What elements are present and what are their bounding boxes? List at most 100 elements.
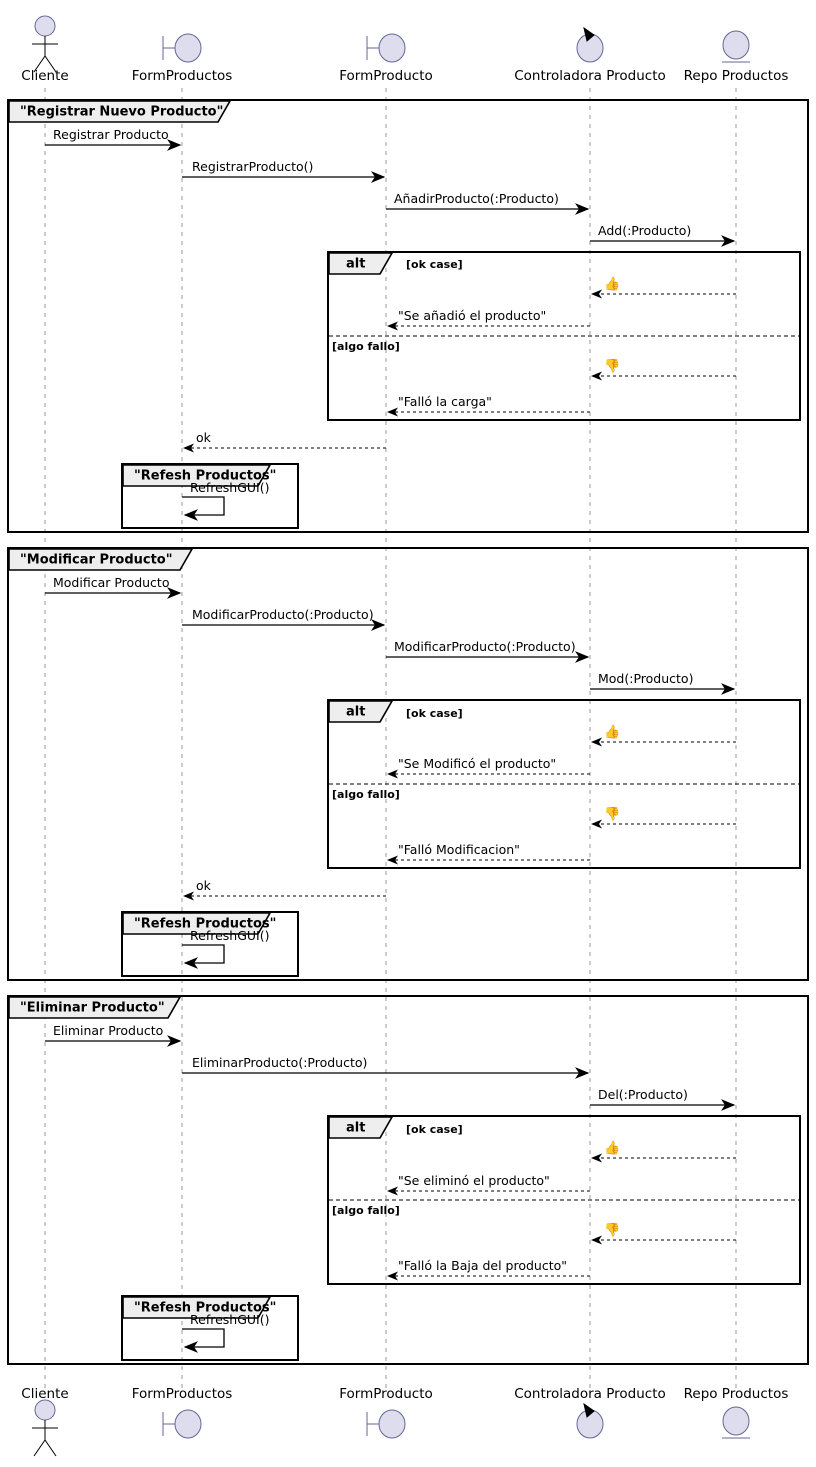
message-m11: ok <box>183 878 386 901</box>
frame-title-label: "Refesh Productos" <box>134 917 276 932</box>
message-label: 👎 <box>604 358 620 374</box>
boundary-icon <box>162 1409 202 1439</box>
group-frames-layer: "Registrar Nuevo Producto"alt[ok case][a… <box>7 99 809 1365</box>
message-a10: "Se eliminó el producto" <box>387 1173 590 1196</box>
participant-label: FormProductos <box>132 68 233 84</box>
participant-label: FormProducto <box>339 68 433 84</box>
message-label: RefreshGUI() <box>190 1312 269 1327</box>
participant-label: Cliente <box>21 68 68 84</box>
message-label: Add(:Producto) <box>598 223 691 238</box>
message-label: 👎 <box>604 1222 620 1238</box>
alt-keyword: alt <box>346 1121 365 1136</box>
message-label: "Falló la Baja del producto" <box>398 1258 567 1273</box>
alt-guard-label: [ok case] <box>406 258 463 271</box>
message-m14: EliminarProducto(:Producto) <box>182 1055 590 1079</box>
self-message-m16: RefreshGUI() <box>182 1312 269 1353</box>
frame-title-label: "Modificar Producto" <box>20 553 173 568</box>
participant-label: Repo Productos <box>684 68 789 84</box>
self-message-m6: RefreshGUI() <box>182 480 269 521</box>
boundary-icon <box>366 33 406 63</box>
participant-label: Cliente <box>21 1386 68 1402</box>
group-registrar: "Registrar Nuevo Producto" <box>7 99 809 533</box>
message-m8: ModificarProducto(:Producto) <box>182 607 386 631</box>
boundary-icon <box>162 33 202 63</box>
participant-head-formproductos[interactable]: FormProductos <box>132 33 233 84</box>
message-a5: 👍 <box>591 724 736 747</box>
alt-keyword: alt <box>346 257 365 272</box>
message-label: AñadirProducto(:Producto) <box>394 191 559 206</box>
participant-heads-layer: ClienteClienteFormProductosFormProductos… <box>21 15 789 1457</box>
message-m9: ModificarProducto(:Producto) <box>386 639 590 663</box>
frame-title-label: "Eliminar Producto" <box>20 1001 165 1016</box>
message-a4: "Falló la carga" <box>387 394 590 417</box>
message-label: "Se eliminó el producto" <box>398 1173 550 1188</box>
alt-guard-label: [algo fallo] <box>332 340 400 353</box>
message-a11: 👎 <box>591 1222 736 1245</box>
message-label: RefreshGUI() <box>190 928 269 943</box>
participant-label: Controladora Producto <box>514 68 666 84</box>
entity-icon <box>722 30 750 63</box>
alt-guard-label: [algo fallo] <box>332 788 400 801</box>
participant-label: Controladora Producto <box>514 1386 666 1402</box>
message-a9: 👍 <box>591 1140 736 1163</box>
boundary-icon <box>366 1409 406 1439</box>
message-a12: "Falló la Baja del producto" <box>387 1258 590 1281</box>
alt-eliminar: alt <box>327 1115 801 1285</box>
message-label: RegistrarProducto() <box>192 159 313 174</box>
participant-head-controladora[interactable]: Controladora Producto <box>514 26 666 84</box>
participant-head-repo[interactable]: Repo Productos <box>684 30 789 84</box>
message-label: Registrar Producto <box>53 127 169 142</box>
message-label: Mod(:Producto) <box>598 671 693 686</box>
participant-foot-cliente[interactable]: Cliente <box>21 1386 69 1457</box>
message-label: Eliminar Producto <box>53 1023 163 1038</box>
message-label: RefreshGUI() <box>190 480 269 495</box>
message-label: Modificar Producto <box>53 575 169 590</box>
message-a1: 👍 <box>591 276 736 299</box>
group-eliminar: "Eliminar Producto" <box>7 995 809 1365</box>
participant-foot-controladora[interactable]: Controladora Producto <box>514 1386 666 1439</box>
participant-head-cliente[interactable]: Cliente <box>21 15 69 84</box>
group-refresh-3: "Refesh Productos" <box>121 1295 299 1361</box>
participant-foot-formproductos[interactable]: FormProductos <box>132 1386 233 1439</box>
message-m1: Registrar Producto <box>45 127 182 151</box>
alt-guard-label: [algo fallo] <box>332 1204 400 1217</box>
lifelines-layer <box>44 88 737 1392</box>
entity-icon <box>722 1406 750 1439</box>
message-m7: Modificar Producto <box>45 575 182 599</box>
message-label: "Se Modificó el producto" <box>398 756 556 771</box>
alt-registrar: alt <box>327 251 801 421</box>
message-label: ok <box>196 878 212 893</box>
alt-keyword: alt <box>346 705 365 720</box>
participant-foot-formproducto[interactable]: FormProducto <box>339 1386 433 1439</box>
message-label: 👎 <box>604 806 620 822</box>
participant-label: Repo Productos <box>684 1386 789 1402</box>
message-label: 👍 <box>604 276 620 292</box>
message-a8: "Falló Modificacion" <box>387 842 590 865</box>
message-label: ok <box>196 430 212 445</box>
message-m5: ok <box>183 430 386 453</box>
participant-head-formproducto[interactable]: FormProducto <box>339 33 433 84</box>
message-label: "Falló la carga" <box>398 394 492 409</box>
message-label: ModificarProducto(:Producto) <box>394 639 576 654</box>
message-label: 👍 <box>604 724 620 740</box>
message-label: ModificarProducto(:Producto) <box>192 607 374 622</box>
alt-guard-label: [ok case] <box>406 1123 463 1136</box>
actor-icon <box>32 1399 58 1457</box>
participant-label: FormProductos <box>132 1386 233 1402</box>
message-a6: "Se Modificó el producto" <box>387 756 590 779</box>
message-m2: RegistrarProducto() <box>182 159 386 183</box>
message-a2: "Se añadió el producto" <box>387 308 590 331</box>
message-label: "Falló Modificacion" <box>398 842 520 857</box>
self-message-m12: RefreshGUI() <box>182 928 269 969</box>
actor-icon <box>32 15 58 73</box>
group-modificar: "Modificar Producto" <box>7 547 809 981</box>
message-m15: Del(:Producto) <box>590 1087 736 1111</box>
message-label: "Se añadió el producto" <box>398 308 546 323</box>
participant-foot-repo[interactable]: Repo Productos <box>684 1386 789 1439</box>
alt-modificar: alt <box>327 699 801 869</box>
alt-guard-label: [ok case] <box>406 707 463 720</box>
control-icon <box>576 1402 604 1439</box>
participant-label: FormProducto <box>339 1386 433 1402</box>
